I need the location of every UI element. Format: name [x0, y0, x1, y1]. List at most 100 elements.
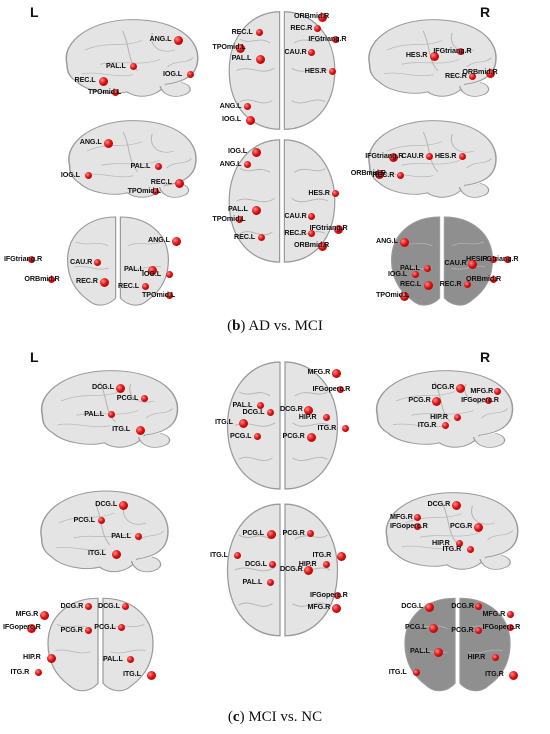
region-label: MFG.R	[390, 511, 413, 521]
region-label: PAL.L	[232, 399, 253, 409]
region-node	[140, 395, 148, 403]
region-label: PCG.R	[451, 624, 474, 634]
sulcus-line	[419, 532, 481, 538]
region-node	[84, 603, 92, 611]
sulcus-line	[145, 408, 174, 419]
region-label: PAL.L	[124, 264, 144, 273]
sulcus-line	[55, 546, 106, 551]
region-label: DCG.L	[401, 601, 424, 611]
cerebellum-outline	[159, 81, 191, 97]
sulcus-line	[386, 40, 443, 51]
region-node	[243, 161, 251, 169]
region-node	[84, 626, 92, 634]
region-label: CAU.R	[401, 151, 424, 160]
region-node	[269, 560, 276, 568]
region-label: ORBmid.R	[294, 10, 330, 20]
sulcus-line	[395, 391, 456, 402]
region-node	[118, 624, 126, 632]
region-node	[396, 172, 404, 179]
brain-outline	[65, 19, 199, 97]
region-label: HIP.R	[430, 412, 448, 422]
region-node	[490, 256, 497, 263]
sulcus-line	[467, 624, 502, 630]
region-label: PCG.R	[60, 624, 83, 634]
left-hemisphere-outline	[404, 597, 456, 692]
region-node	[154, 162, 162, 170]
sulcus-line	[99, 381, 116, 423]
region-label: REC.L	[74, 74, 96, 84]
sulcus-line	[84, 40, 143, 51]
region-node	[456, 540, 463, 548]
region-node	[127, 655, 134, 663]
sulcus-line	[238, 456, 273, 462]
cerebellum-outline	[137, 432, 171, 448]
region-label: DCG.L	[242, 406, 265, 416]
region-node	[266, 408, 274, 416]
region-label: DCG.R	[451, 601, 474, 611]
sulcus-line	[94, 502, 111, 546]
region-node	[135, 533, 143, 540]
brain-surface	[385, 492, 519, 570]
sulcus-line	[471, 505, 496, 525]
sulcus-line	[487, 530, 514, 541]
region-label: PAL.L	[400, 263, 420, 272]
sulcus-line	[60, 391, 121, 402]
region-label: IOG.L	[163, 69, 183, 78]
region-node	[509, 670, 518, 680]
sulcus-line	[401, 59, 460, 65]
sulcus-line	[451, 265, 486, 270]
sulcus-line	[392, 423, 446, 428]
brain-surface	[228, 11, 336, 130]
region-label: ITG.L	[210, 550, 228, 560]
region-label: IFGtriang.R	[365, 151, 404, 160]
region-node	[108, 410, 116, 418]
region-label: PCG.L	[73, 515, 96, 524]
region-node	[97, 517, 105, 524]
region-label: ITG.R	[442, 543, 462, 553]
region-node	[266, 579, 274, 586]
region-label: ANG.L	[219, 100, 242, 110]
region-node	[318, 242, 327, 251]
region-label: TPOmid.L	[212, 41, 246, 51]
sulcus-line	[411, 410, 474, 416]
sulcus-line	[293, 168, 326, 173]
region-label: TPOmid.L	[142, 290, 176, 299]
brain-surface	[404, 597, 511, 692]
region-node	[172, 237, 181, 246]
sulcus-line	[292, 602, 328, 607]
region-node	[341, 424, 349, 432]
region-node	[429, 624, 438, 634]
region-node	[84, 172, 92, 179]
sulcus-line	[239, 231, 273, 236]
region-label: IFGtriang.R	[308, 34, 347, 44]
sulcus-line	[434, 381, 451, 423]
region-label: CAU.R	[284, 46, 307, 56]
region-label: REC.R	[76, 276, 98, 285]
sulcus-line	[151, 32, 176, 52]
region-node	[425, 153, 433, 160]
sulcus-line	[110, 649, 146, 654]
region-node	[322, 414, 330, 421]
region-label: ITG.L	[123, 668, 141, 678]
region-label: MFG.R	[482, 608, 506, 618]
sulcus-line	[81, 72, 134, 77]
sulcus-line	[467, 649, 503, 654]
region-label: DCG.L	[92, 382, 114, 391]
region-label: REC.R	[372, 170, 395, 179]
region-label: PAL.L	[228, 203, 248, 213]
sulcus-line	[412, 649, 448, 654]
region-node	[243, 102, 251, 110]
region-label: REC.L	[234, 232, 256, 242]
region-node	[119, 501, 129, 510]
region-label: HES.R	[466, 254, 488, 263]
region-label: CAU.R	[284, 211, 307, 221]
region-node	[236, 216, 244, 223]
region-label: DCG.L	[95, 499, 118, 508]
region-node	[332, 190, 340, 197]
region-label: PCG.R	[408, 395, 431, 405]
